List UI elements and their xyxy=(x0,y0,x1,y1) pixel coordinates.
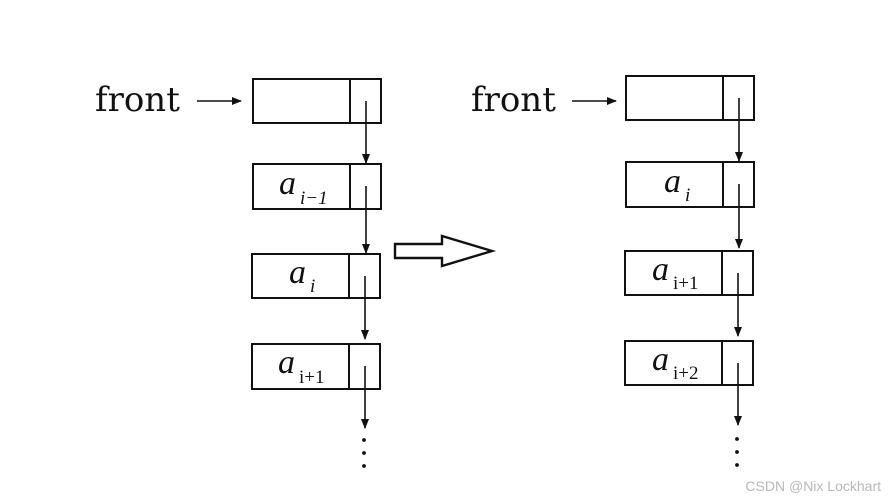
node-value: a xyxy=(278,344,295,381)
continuation-dots-after xyxy=(735,437,739,467)
head-node-after xyxy=(625,75,755,121)
node-a-i-plus-1-after: a i+1 xyxy=(624,250,754,296)
transition-arrow xyxy=(393,234,497,268)
continuation-dots-before xyxy=(362,438,366,468)
node-value: a xyxy=(652,251,669,288)
node-value: a xyxy=(289,254,306,291)
node-data-cell xyxy=(625,161,724,208)
node-subscript: i−1 xyxy=(300,188,328,209)
node-a-i-plus-1-before: a i+1 xyxy=(251,343,381,390)
head-node-before xyxy=(252,78,382,124)
node-subscript: i+1 xyxy=(673,273,699,294)
node-subscript: i xyxy=(685,185,690,206)
node-a-i-after: a i xyxy=(625,161,755,208)
node-a-i-before: a i xyxy=(251,253,381,299)
node-subscript: i+2 xyxy=(673,363,699,384)
node-data-cell xyxy=(251,253,350,299)
node-a-i-minus-1-before: a i−1 xyxy=(252,163,382,210)
before-list: front a i−1 a i a i+1 xyxy=(95,78,382,468)
node-data-cell xyxy=(252,78,351,124)
node-data-cell xyxy=(624,250,723,296)
watermark-text: CSDN @Nix Lockhart xyxy=(745,478,881,494)
front-label-after: front xyxy=(471,80,556,120)
node-value: a xyxy=(279,165,296,202)
node-a-i-plus-2-after: a i+2 xyxy=(624,340,754,386)
front-label-before: front xyxy=(95,80,180,120)
node-subscript: i xyxy=(310,276,315,297)
node-data-cell xyxy=(251,343,350,390)
node-value: a xyxy=(664,163,681,200)
node-data-cell xyxy=(624,340,723,386)
after-list: front a i a i+1 a i+2 xyxy=(471,75,755,467)
node-value: a xyxy=(652,341,669,378)
node-data-cell xyxy=(625,75,724,121)
node-subscript: i+1 xyxy=(299,367,325,388)
